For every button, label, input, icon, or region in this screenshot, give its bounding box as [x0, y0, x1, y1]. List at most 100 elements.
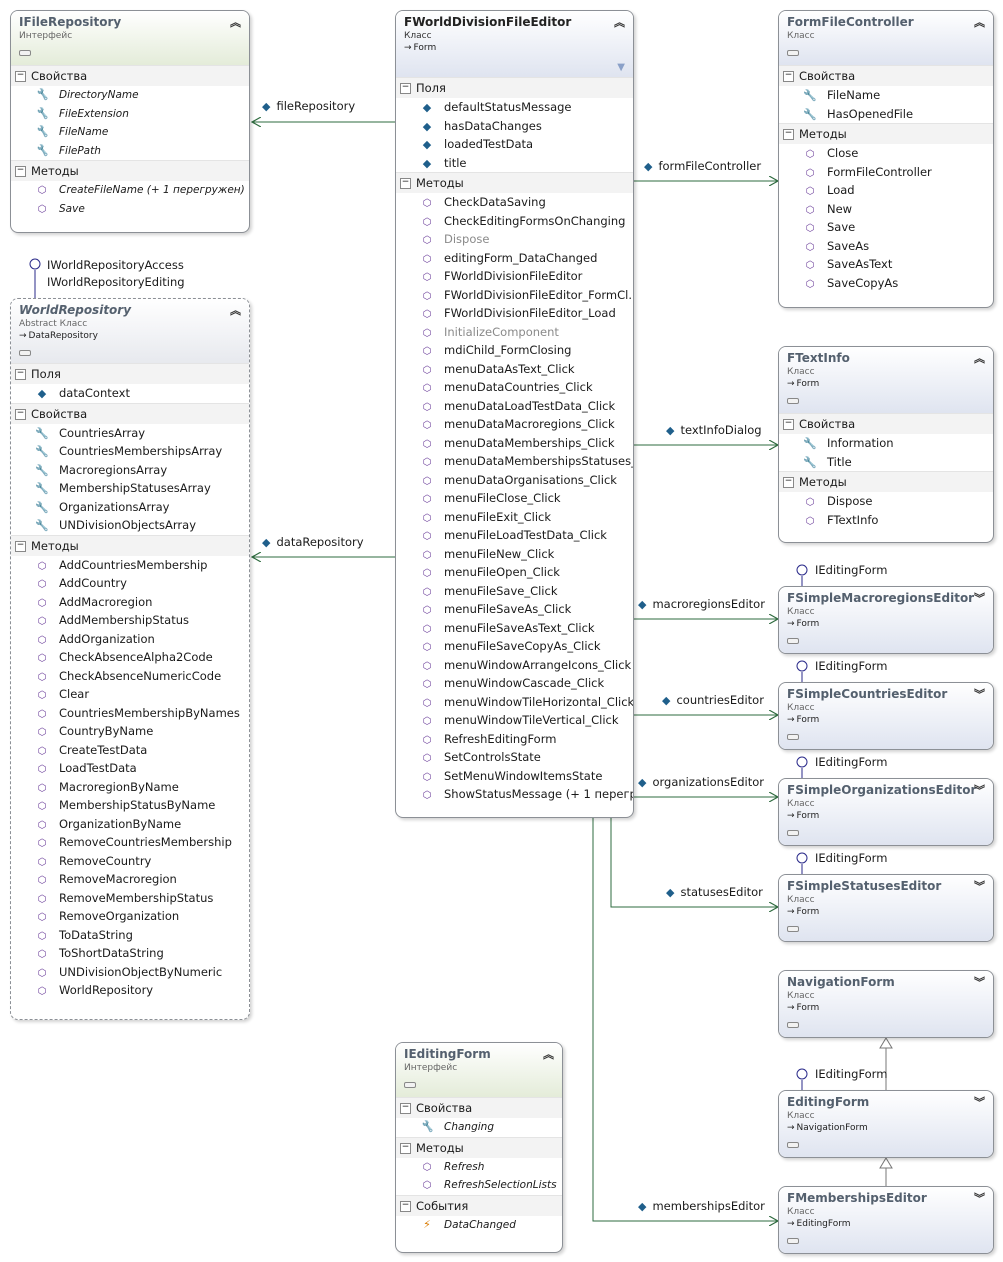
method-row[interactable]: ⬡CountryByName [11, 722, 249, 741]
expand-chevron-icon[interactable]: ︾ [974, 1096, 985, 1109]
method-row[interactable]: ⬡SaveCopyAs [779, 274, 993, 293]
collapse-details-icon[interactable] [787, 638, 799, 644]
collapse-details-icon[interactable] [787, 1238, 799, 1244]
section-methods[interactable]: −Методы [11, 160, 249, 181]
collapse-chevron-icon[interactable]: ︽ [230, 304, 241, 317]
prop-row[interactable]: 🔧MembershipStatusesArray [11, 479, 249, 498]
ieditingform-box[interactable]: IEditingForm Интерфейс ︽ −Свойства 🔧Chan… [395, 1042, 563, 1253]
formfilecontroller-box[interactable]: FormFileController Класс ︽ −Свойства 🔧Fi… [778, 10, 994, 308]
method-row[interactable]: ⬡WorldRepository [11, 981, 249, 1000]
prop-row[interactable]: 🔧FilePath [11, 142, 249, 161]
method-row[interactable]: ⬡Load [779, 181, 993, 200]
method-row[interactable]: ⬡Clear [11, 685, 249, 704]
filter-icon[interactable]: ▼ [617, 62, 625, 73]
method-row[interactable]: ⬡mdiChild_FormClosing [396, 341, 633, 360]
editingform-box[interactable]: EditingForm Класс →NavigationForm ︾ [778, 1090, 994, 1158]
section-fields[interactable]: −Поля [396, 77, 633, 98]
method-row[interactable]: ⬡New [779, 200, 993, 219]
collapse-details-icon[interactable] [787, 398, 799, 404]
method-row[interactable]: ⬡AddCountry [11, 574, 249, 593]
method-row[interactable]: ⬡CountriesMembershipByNames [11, 704, 249, 723]
method-row[interactable]: ⬡CheckAbsenceAlpha2Code [11, 648, 249, 667]
method-row[interactable]: ⬡ShowStatusMessage (+ 1 перегр... [396, 785, 633, 804]
prop-row[interactable]: 🔧FileExtension [11, 105, 249, 124]
method-row[interactable]: ⬡Refresh [396, 1158, 562, 1177]
collapse-details-icon[interactable] [19, 350, 31, 356]
prop-row[interactable]: 🔧Information [779, 434, 993, 453]
collapse-details-icon[interactable] [787, 50, 799, 56]
prop-row[interactable]: 🔧FileName [779, 86, 993, 105]
prop-row[interactable]: 🔧Changing [396, 1118, 562, 1137]
method-row[interactable]: ⬡menuFileNew_Click [396, 545, 633, 564]
worldrepository-box[interactable]: WorldRepository Abstract Класс →DataRepo… [10, 298, 250, 1020]
section-properties[interactable]: −Свойства [779, 65, 993, 86]
method-row[interactable]: ⬡CheckAbsenceNumericCode [11, 667, 249, 686]
collapse-details-icon[interactable] [787, 1022, 799, 1028]
method-row[interactable]: ⬡menuWindowTileVertical_Click [396, 711, 633, 730]
event-row[interactable]: ⚡DataChanged [396, 1216, 562, 1235]
prop-row[interactable]: 🔧CountriesArray [11, 424, 249, 443]
section-methods[interactable]: −Методы [396, 1136, 562, 1158]
section-events[interactable]: −События [396, 1194, 562, 1216]
method-row[interactable]: ⬡menuFileSave_Click [396, 582, 633, 601]
method-row[interactable]: ⬡UNDivisionObjectByNumeric [11, 963, 249, 982]
method-row[interactable]: ⬡AddMacroregion [11, 593, 249, 612]
method-row[interactable]: ⬡menuDataLoadTestData_Click [396, 397, 633, 416]
collapse-details-icon[interactable] [787, 734, 799, 740]
method-row[interactable]: ⬡menuDataOrganisations_Click [396, 471, 633, 490]
method-row[interactable]: ⬡menuDataCountries_Click [396, 378, 633, 397]
method-row[interactable]: ⬡Dispose [396, 230, 633, 249]
method-row[interactable]: ⬡menuDataMembershipsStatuses_... [396, 452, 633, 471]
method-row[interactable]: ⬡menuWindowArrangeIcons_Click [396, 656, 633, 675]
method-row[interactable]: ⬡FormFileController [779, 163, 993, 182]
field-row[interactable]: ◆loadedTestData [396, 135, 633, 154]
fworlddivisionfileeditor-box[interactable]: FWorldDivisionFileEditor Класс →Form ︽ ▼… [395, 10, 634, 818]
method-row[interactable]: ⬡RemoveCountry [11, 852, 249, 871]
section-properties[interactable]: −Свойства [396, 1097, 562, 1118]
method-row[interactable]: ⬡Save [779, 218, 993, 237]
section-fields[interactable]: −Поля [11, 363, 249, 384]
method-row[interactable]: ⬡MembershipStatusByName [11, 796, 249, 815]
method-row[interactable]: ⬡CreateTestData [11, 741, 249, 760]
method-row[interactable]: ⬡ToDataString [11, 926, 249, 945]
method-row[interactable]: ⬡AddMembershipStatus [11, 611, 249, 630]
collapse-details-icon[interactable] [404, 1082, 416, 1088]
expand-chevron-icon[interactable]: ︾ [974, 880, 985, 893]
collapse-chevron-icon[interactable]: ︽ [230, 16, 241, 29]
method-row[interactable]: ⬡SetMenuWindowItemsState [396, 767, 633, 786]
prop-row[interactable]: 🔧OrganizationsArray [11, 498, 249, 517]
method-row[interactable]: ⬡menuWindowCascade_Click [396, 674, 633, 693]
fsimpleorganizationseditor-box[interactable]: FSimpleOrganizationsEditor Класс →Form ︾ [778, 778, 994, 846]
section-methods[interactable]: −Методы [11, 534, 249, 556]
section-methods[interactable]: −Методы [779, 123, 993, 144]
method-row[interactable]: ⬡AddCountriesMembership [11, 556, 249, 575]
expand-chevron-icon[interactable]: ︾ [974, 688, 985, 701]
method-row[interactable]: ⬡FWorldDivisionFileEditor [396, 267, 633, 286]
method-row[interactable]: ⬡InitializeComponent [396, 323, 633, 342]
method-row[interactable]: ⬡SetControlsState [396, 748, 633, 767]
section-methods[interactable]: −Методы [779, 471, 993, 492]
collapse-chevron-icon[interactable]: ︽ [543, 1048, 554, 1061]
method-row[interactable]: ⬡RemoveOrganization [11, 907, 249, 926]
method-row[interactable]: ⬡FWorldDivisionFileEditor_FormCl... [396, 286, 633, 305]
method-row[interactable]: ⬡menuFileClose_Click [396, 489, 633, 508]
method-row[interactable]: ⬡RemoveMacroregion [11, 870, 249, 889]
ftextinfo-box[interactable]: FTextInfo Класс →Form ︽ −Свойства 🔧Infor… [778, 346, 994, 543]
expand-chevron-icon[interactable]: ︾ [974, 784, 985, 797]
collapse-chevron-icon[interactable]: ︽ [974, 16, 985, 29]
method-row[interactable]: ⬡RefreshSelectionLists [396, 1176, 562, 1195]
section-properties[interactable]: −Свойства [779, 413, 993, 434]
collapse-details-icon[interactable] [19, 50, 31, 56]
method-row[interactable]: ⬡editingForm_DataChanged [396, 249, 633, 268]
method-row[interactable]: ⬡CheckEditingFormsOnChanging [396, 212, 633, 231]
method-row[interactable]: ⬡menuFileSaveAsText_Click [396, 619, 633, 638]
method-row[interactable]: ⬡ToShortDataString [11, 944, 249, 963]
method-row[interactable]: ⬡OrganizationByName [11, 815, 249, 834]
collapse-chevron-icon[interactable]: ︽ [614, 16, 625, 29]
navigationform-box[interactable]: NavigationForm Класс →Form ︾ [778, 970, 994, 1038]
method-row[interactable]: ⬡Save [11, 200, 249, 219]
expand-chevron-icon[interactable]: ︾ [974, 1192, 985, 1205]
prop-row[interactable]: 🔧DirectoryName [11, 86, 249, 105]
fmembershipseditor-box[interactable]: FMembershipsEditor Класс →EditingForm ︾ [778, 1186, 994, 1254]
fsimplemacroregionseditor-box[interactable]: FSimpleMacroregionsEditor Класс →Form ︾ [778, 586, 994, 654]
